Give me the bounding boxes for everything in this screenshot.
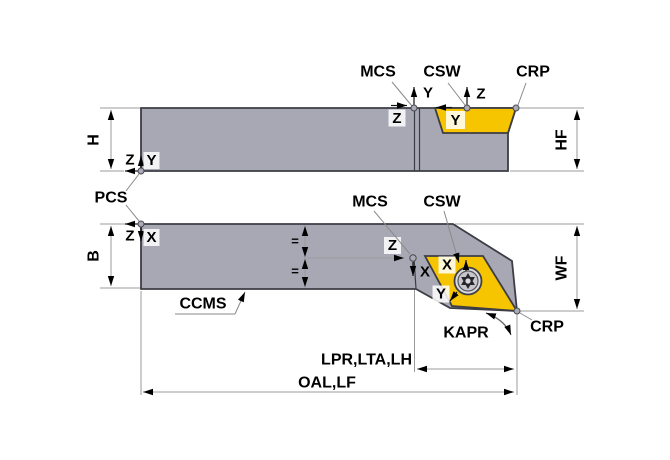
z-label-box bbox=[388, 109, 406, 127]
h-label: H bbox=[86, 134, 103, 146]
plan-view: = = Z MCS X CSW X Y Z bbox=[86, 194, 584, 396]
side-view-crp-callout: CRP bbox=[512, 64, 550, 112]
crp-point bbox=[513, 307, 521, 315]
plan-view-csw-callout: CSW X Y bbox=[423, 194, 470, 303]
side-view: H HF MCS Y Z CSW Z Y bbox=[86, 64, 584, 175]
mcs-leader bbox=[373, 210, 411, 255]
y-axis-arrow bbox=[449, 291, 459, 302]
y-axis-label: Y bbox=[436, 286, 446, 303]
pcs-leader-down bbox=[125, 204, 140, 222]
h-dimension: H bbox=[86, 110, 115, 169]
y-axis-label: Y bbox=[423, 85, 433, 102]
b-label: B bbox=[86, 250, 103, 262]
mcs-point bbox=[409, 254, 417, 262]
plan-view-pcs-axes: Z X bbox=[125, 220, 160, 246]
pcs-callout: PCS bbox=[95, 173, 140, 222]
plan-view-mcs-callout: MCS X bbox=[352, 194, 430, 281]
equal-mark: = bbox=[291, 264, 299, 279]
kapr-arc bbox=[485, 312, 512, 336]
z-axis-label: Z bbox=[125, 228, 134, 245]
z-axis-label: Z bbox=[392, 110, 401, 127]
mcs-point bbox=[410, 104, 418, 112]
pcs-label: PCS bbox=[95, 190, 128, 207]
x-label-box bbox=[438, 256, 456, 274]
x-axis-label: X bbox=[146, 229, 156, 246]
crp-leader bbox=[519, 312, 533, 321]
lpr-label: LPR,LTA,LH bbox=[321, 352, 412, 369]
x-label-box bbox=[143, 229, 160, 246]
z-label-box bbox=[384, 237, 401, 254]
csw-leader bbox=[447, 82, 466, 106]
side-view-pcs-axes: Y Z bbox=[125, 152, 160, 175]
equal-mark: = bbox=[291, 234, 299, 249]
pcs-leader-up bbox=[125, 173, 140, 192]
clamp-screw bbox=[453, 266, 483, 296]
holder-body-plan bbox=[140, 223, 518, 312]
kapr-label: KAPR bbox=[443, 325, 489, 342]
x-axis-label: X bbox=[420, 264, 430, 281]
ccms-callout: CCMS bbox=[175, 291, 246, 315]
plan-view-crp-callout: CRP bbox=[513, 307, 564, 336]
hf-label: HF bbox=[554, 129, 571, 151]
wf-label: WF bbox=[554, 255, 571, 280]
b-dimension: B bbox=[86, 226, 115, 286]
wf-dimension: WF bbox=[554, 226, 581, 309]
z-axis-label: Z bbox=[388, 237, 397, 254]
crp-leader bbox=[517, 82, 527, 106]
hf-dimension: HF bbox=[554, 110, 581, 169]
oal-dimension: OAL,LF bbox=[143, 375, 514, 396]
z-axis-label: Z bbox=[125, 152, 134, 169]
y-axis-label: Y bbox=[146, 152, 156, 169]
csw-label: CSW bbox=[423, 64, 461, 81]
side-view-mcs-callout: MCS Y Z bbox=[360, 64, 433, 128]
ccms-label: CCMS bbox=[179, 296, 226, 313]
crp-point bbox=[512, 104, 520, 112]
z-axis-label: Z bbox=[476, 86, 485, 103]
side-view-extension-lines bbox=[100, 107, 584, 172]
kapr-angle: KAPR bbox=[443, 312, 512, 342]
oal-label: OAL,LF bbox=[298, 375, 356, 392]
y-label-box bbox=[432, 285, 450, 303]
lpr-dimension: LPR,LTA,LH bbox=[321, 352, 514, 373]
pcs-point-plan bbox=[137, 220, 145, 228]
crp-label: CRP bbox=[530, 319, 564, 336]
csw-point bbox=[463, 104, 471, 112]
y-label-box bbox=[143, 152, 160, 169]
y-axis-label: Y bbox=[450, 112, 460, 129]
centerline-equal-dimension: = = Z bbox=[291, 225, 404, 288]
x-axis-label: X bbox=[442, 257, 452, 274]
side-view-csw-callout: CSW Z Y bbox=[423, 64, 486, 129]
csw-label: CSW bbox=[423, 194, 461, 211]
ccms-leader bbox=[234, 291, 246, 315]
pcs-point-side bbox=[137, 167, 145, 175]
screw-center bbox=[465, 278, 471, 284]
mcs-leader bbox=[391, 81, 413, 107]
crp-label: CRP bbox=[516, 64, 550, 81]
mcs-label: MCS bbox=[360, 64, 396, 81]
csw-leader bbox=[443, 210, 460, 264]
y-label-box bbox=[446, 111, 465, 129]
mcs-label: MCS bbox=[352, 194, 388, 211]
